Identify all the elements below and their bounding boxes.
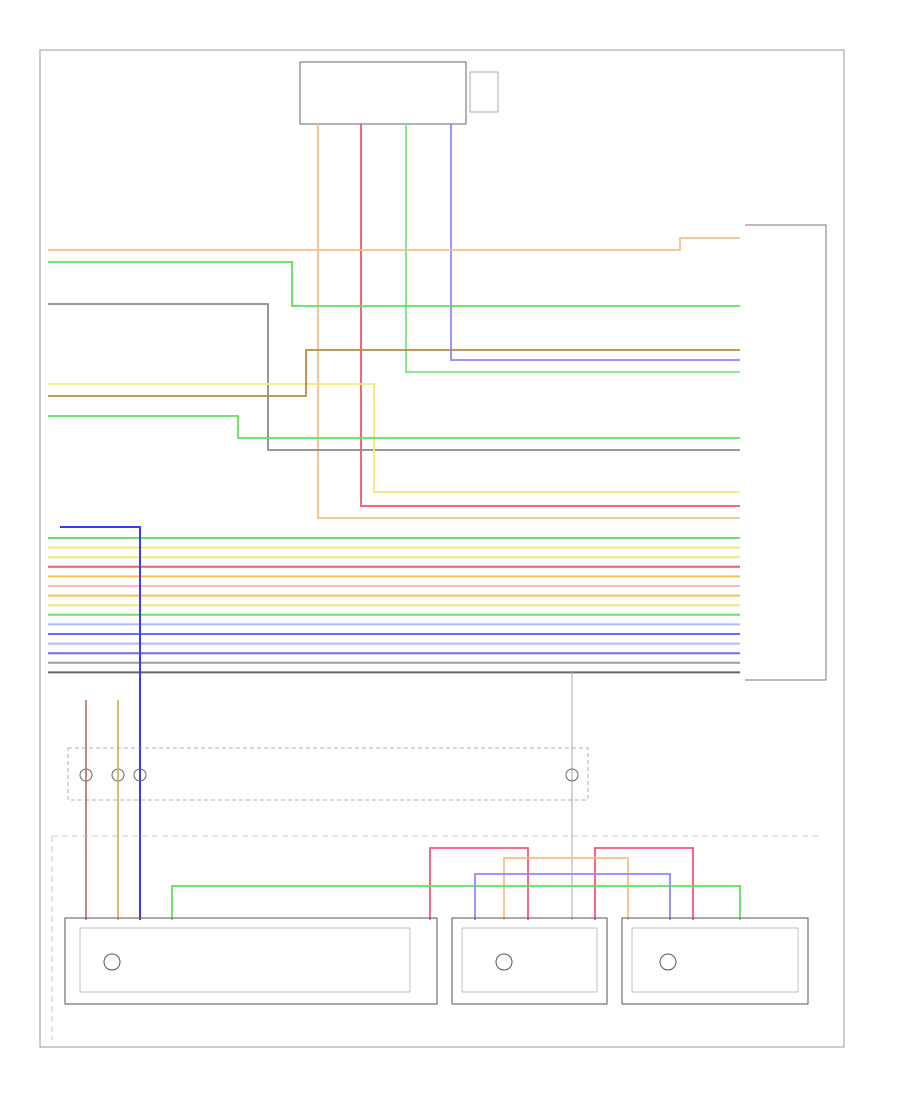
clockspring xyxy=(67,747,589,801)
switch-box-3 xyxy=(621,917,809,1005)
right-connector xyxy=(745,224,827,681)
wire-upper-2 xyxy=(48,261,740,307)
clockspring-contact xyxy=(565,768,579,782)
diagram-frame xyxy=(39,49,845,1048)
switch-wires xyxy=(171,847,741,920)
wire-upper-1 xyxy=(48,237,740,251)
wire-upper-6 xyxy=(48,415,740,439)
harness-wires-upper xyxy=(48,237,740,493)
top-module xyxy=(299,61,499,125)
clockspring-contact xyxy=(133,768,147,782)
wire-red-top xyxy=(360,124,740,507)
switch-box-1 xyxy=(64,917,438,1005)
wire-upper-3 xyxy=(48,303,740,451)
wire-blue-top xyxy=(450,124,740,361)
wire-bundle xyxy=(48,537,740,674)
top-module-wires xyxy=(317,124,740,519)
wire-blue-trunk xyxy=(60,526,141,920)
wire-upper-5 xyxy=(48,349,740,397)
clockspring-wires xyxy=(85,700,119,920)
wire-orange-top xyxy=(317,124,740,519)
wire-green-top xyxy=(405,124,740,373)
switch-box-2 xyxy=(451,917,608,1005)
